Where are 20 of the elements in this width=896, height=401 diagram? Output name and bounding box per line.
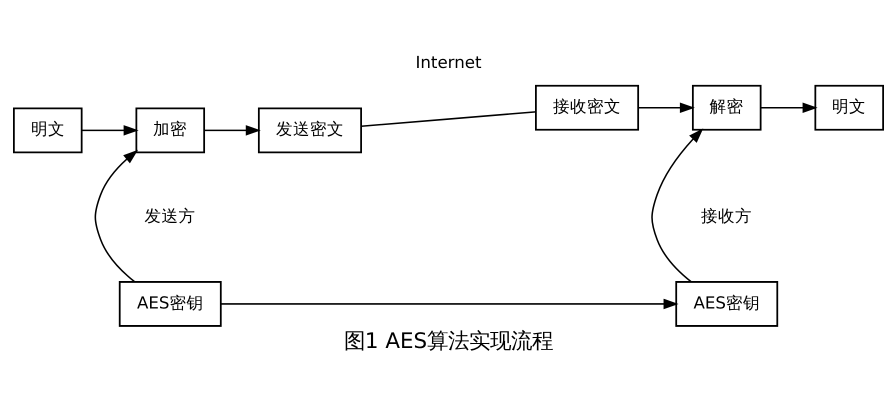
- arrow: [220, 298, 678, 310]
- node-box: 接收密文: [534, 84, 639, 131]
- node-box: AES密钥: [118, 281, 222, 327]
- node-box: 加密: [134, 107, 205, 154]
- arrow: [760, 102, 818, 113]
- arrow: [650, 128, 703, 282]
- arrow: [94, 150, 138, 282]
- node-box: AES密钥: [674, 281, 778, 327]
- node-box: 明文: [12, 107, 82, 154]
- label: Internet: [414, 53, 482, 72]
- caption: 图1 AES算法实现流程: [343, 328, 553, 354]
- node-box: 解密: [691, 84, 762, 131]
- node-box: 明文: [814, 84, 884, 131]
- label: 接收方: [700, 206, 752, 226]
- label: 发送方: [144, 206, 196, 226]
- connector: [360, 111, 536, 127]
- arrow: [638, 102, 694, 113]
- node-box: 发送密文: [257, 107, 362, 154]
- arrow: [204, 125, 260, 136]
- arrow: [81, 125, 138, 136]
